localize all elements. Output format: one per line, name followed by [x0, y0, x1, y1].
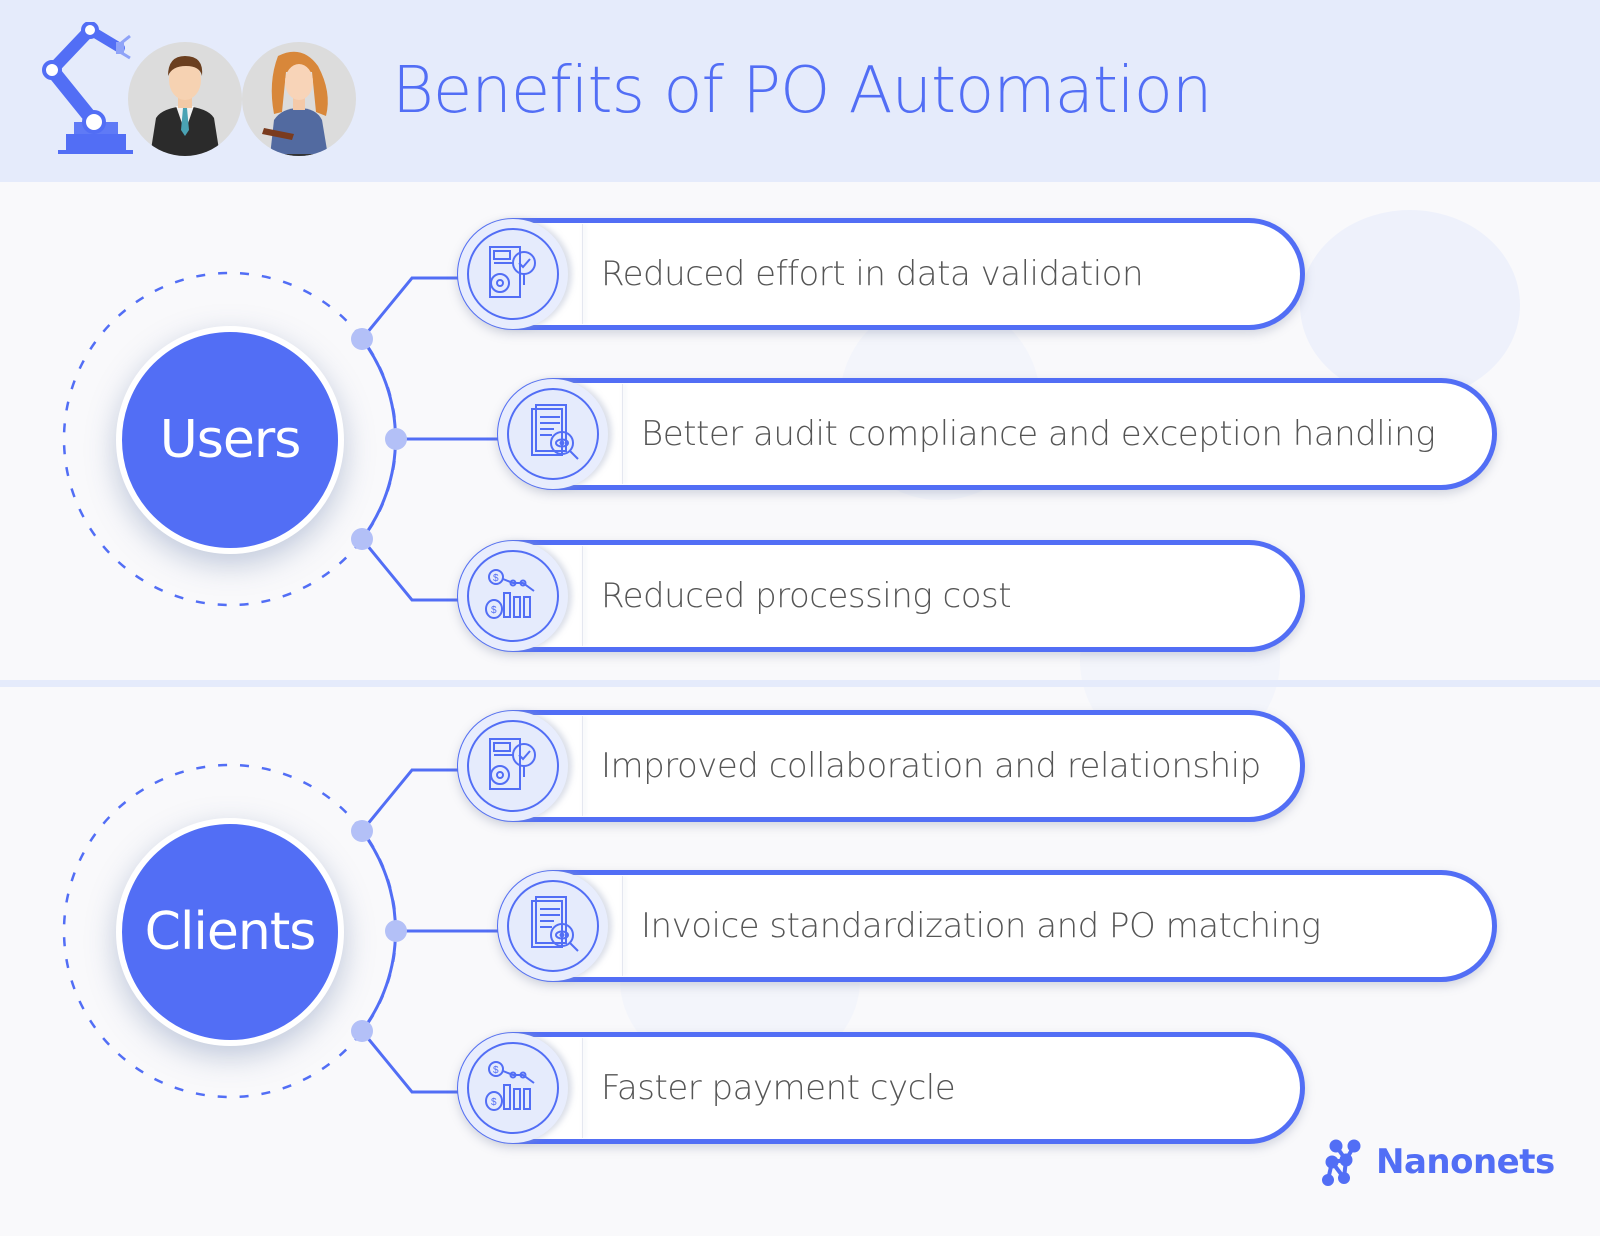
businesswoman-avatar	[242, 42, 356, 156]
businessman-avatar	[128, 42, 242, 156]
brand-logo: Nanonets	[1322, 1138, 1555, 1186]
benefit-pill: $$ Reduced processing cost	[457, 540, 1305, 652]
clients-section: Clients Improved collaboration and relat…	[0, 710, 1600, 1150]
document-gear-check-icon	[467, 228, 559, 320]
brand-name: Nanonets	[1376, 1142, 1555, 1182]
page-title: Benefits of PO Automation	[392, 54, 1212, 128]
connector-lines	[62, 763, 500, 1099]
section-divider	[0, 680, 1600, 687]
hub-users: Users	[116, 326, 344, 554]
header-banner: Benefits of PO Automation	[0, 0, 1600, 182]
benefit-pill: Invoice standardization and PO matching	[497, 870, 1497, 982]
users-section: Users Reduced effort in data validation …	[0, 218, 1600, 658]
benefit-pill: Improved collaboration and relationship	[457, 710, 1305, 822]
nanonets-logo-icon	[1322, 1139, 1361, 1186]
document-audit-eye-icon	[507, 880, 599, 972]
svg-text:$: $	[493, 1065, 499, 1076]
benefit-label: Invoice standardization and PO matching	[641, 906, 1321, 946]
benefit-label: Improved collaboration and relationship	[601, 746, 1261, 786]
benefit-pill: Reduced effort in data validation	[457, 218, 1305, 330]
benefit-label: Reduced processing cost	[601, 576, 1012, 616]
hub-clients: Clients	[116, 818, 344, 1046]
svg-text:$: $	[491, 605, 497, 616]
document-gear-check-icon	[467, 720, 559, 812]
benefit-label: Better audit compliance and exception ha…	[641, 414, 1436, 454]
svg-text:$: $	[493, 573, 499, 584]
money-chart-decline-icon: $$	[467, 1042, 559, 1134]
benefit-label: Reduced effort in data validation	[601, 254, 1144, 294]
svg-text:$: $	[491, 1097, 497, 1108]
benefit-label: Faster payment cycle	[601, 1068, 956, 1108]
robot-arm-icon	[42, 22, 133, 154]
benefit-pill: Better audit compliance and exception ha…	[497, 378, 1497, 490]
money-chart-decline-icon: $$	[467, 550, 559, 642]
document-audit-eye-icon	[507, 388, 599, 480]
connector-lines	[62, 271, 500, 607]
benefit-pill: $$ Faster payment cycle	[457, 1032, 1305, 1144]
watermark-shape	[1300, 210, 1520, 400]
